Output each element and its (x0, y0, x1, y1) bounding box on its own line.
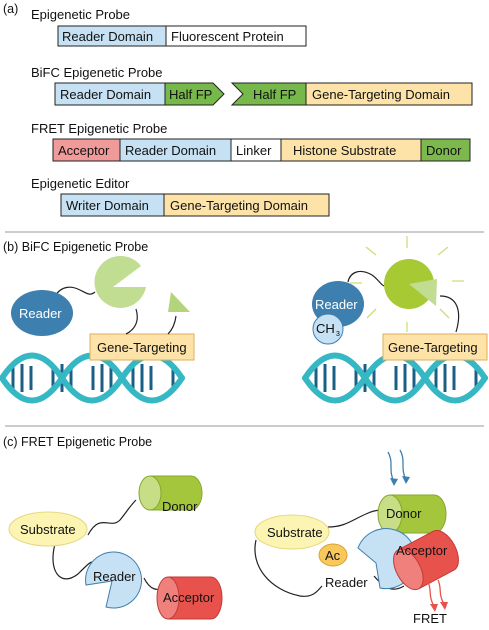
epigenetic-editor-construct: Writer Domain Gene-Targeting Domain (60, 193, 330, 217)
acetyl-mark (318, 543, 348, 567)
editor-gene-targeting-label: Gene-Targeting Domain (170, 198, 308, 213)
reader-oval-left (11, 290, 73, 336)
epigenetic-probe-title: Epigenetic Probe (31, 7, 130, 22)
half-fp-small-left (168, 292, 190, 312)
fret-reader-domain-label: Reader Domain (125, 143, 216, 158)
reader-pacman-left (85, 551, 143, 609)
donor-label-c-left: Donor (162, 499, 198, 514)
reader-label-c-right: Reader (325, 575, 368, 590)
fret-donor-label: Donor (426, 143, 462, 158)
panel-c-label: (c) FRET Epigenetic Probe (3, 435, 152, 449)
emission-arrows (427, 579, 448, 612)
half-fp-fitted (409, 279, 437, 306)
epigenetic-probe-construct: Reader Domain Fluorescent Protein (57, 25, 307, 47)
acceptor-cylinder-left (156, 576, 223, 620)
fluorescence-glow (350, 236, 464, 332)
panel-a: (a) Epigenetic Probe Reader Domain Fluor… (3, 2, 473, 217)
methyl-mark-label: CH (316, 321, 335, 336)
reader-label-c-left: Reader (93, 569, 136, 584)
gene-targeting-box-left (89, 333, 195, 361)
acceptor-cylinder-right (393, 529, 459, 591)
dna-helix-left (0, 352, 185, 404)
fret-acceptor-label: Acceptor (58, 143, 110, 158)
substrate-label-c-right: Substrate (267, 525, 323, 540)
gene-targeting-label-left: Gene-Targeting (97, 340, 187, 355)
gene-targeting-box-right (382, 333, 488, 361)
bifc-probe-construct: Reader Domain Half FP Half FP Gene-Targe… (54, 82, 473, 106)
reader-label-b-left: Reader (19, 306, 62, 321)
fret-histone-substrate-label: Histone Substrate (293, 143, 396, 158)
panel-b-label: (b) BiFC Epigenetic Probe (3, 240, 148, 254)
bifc-probe-title: BiFC Epigenetic Probe (31, 65, 163, 80)
acetyl-mark-label: Ac (325, 548, 341, 563)
gene-targeting-label-right: Gene-Targeting (388, 340, 478, 355)
fret-probe-title: FRET Epigenetic Probe (31, 121, 167, 136)
fret-linker-label: Linker (236, 143, 272, 158)
panel-a-label: (a) (3, 2, 18, 16)
panel-c: (c) FRET Epigenetic Probe Substrate Dono… (3, 435, 459, 626)
reader-label-b-right: Reader (315, 297, 358, 312)
excitation-arrows (387, 449, 410, 486)
donor-label-c-right: Donor (386, 506, 422, 521)
fret-label: FRET (413, 611, 447, 626)
acceptor-label-c-left: Acceptor (163, 590, 215, 605)
fluorescent-protein-label: Fluorescent Protein (171, 29, 284, 44)
bifc-gene-targeting-label: Gene-Targeting Domain (312, 87, 450, 102)
half-fp-right-label: Half FP (253, 87, 296, 102)
fret-probe-construct: Acceptor Reader Domain Linker Histone Su… (52, 138, 471, 162)
epigenetic-editor-title: Epigenetic Editor (31, 176, 130, 191)
methyl-mark-subscript: 3 (336, 331, 340, 338)
donor-cylinder-left (138, 475, 203, 511)
reader-domain-label: Reader Domain (62, 29, 153, 44)
acceptor-label-c-right: Acceptor (396, 543, 448, 558)
substrate-label-c-left: Substrate (20, 522, 76, 537)
panel-b: (b) BiFC Epigenetic Probe Gene-Targeting… (0, 236, 488, 404)
half-fp-large-left (94, 255, 146, 308)
methyl-mark (312, 313, 344, 345)
substrate-ellipse-right (254, 514, 330, 550)
dna-helix-right (302, 352, 488, 404)
bifc-reader-domain-label: Reader Domain (60, 87, 151, 102)
substrate-ellipse-left (8, 511, 88, 547)
half-fp-left-label: Half FP (169, 87, 212, 102)
writer-domain-label: Writer Domain (66, 198, 149, 213)
